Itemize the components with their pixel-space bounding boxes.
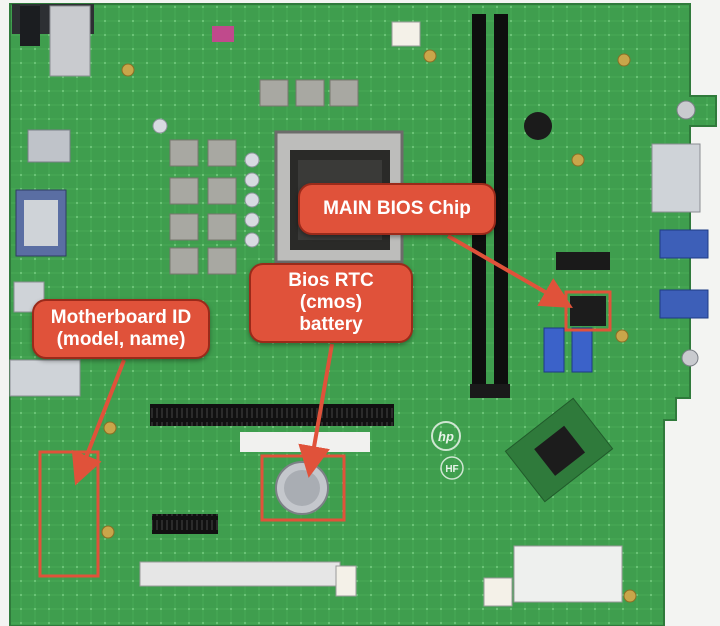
- callout-rtc-line-3: battery: [299, 314, 363, 335]
- usb-port: [49, 5, 91, 77]
- arrow-rtc: [298, 343, 334, 478]
- sata-port-1: [543, 327, 565, 373]
- audio-jack-lower: [681, 349, 699, 367]
- io-header: [20, 6, 40, 46]
- callout-motherboard-id: Motherboard ID (model, name): [32, 299, 210, 359]
- buzzer: [524, 112, 552, 140]
- wifi-card: [513, 545, 623, 603]
- pcie-x1-slot: [152, 514, 218, 534]
- hp-logo-ring: [431, 421, 461, 451]
- hf-mark-ring: [440, 456, 464, 480]
- ram-slot-latch: [470, 384, 510, 398]
- power-connector-mid: [335, 565, 357, 597]
- power-header-top: [391, 21, 421, 47]
- sata-port-2: [571, 327, 593, 373]
- pcie-x16-slot: [150, 404, 394, 426]
- m2-slot: [556, 252, 610, 270]
- hf-mark: HF: [445, 464, 458, 475]
- arrow-id: [71, 359, 126, 486]
- callout-main-bios-chip: MAIN BIOS Chip: [298, 183, 496, 235]
- bios-chip: [570, 296, 606, 326]
- callout-id-line-2: (model, name): [56, 329, 186, 350]
- vrm-chokes: [169, 79, 359, 275]
- chipset: [534, 425, 586, 476]
- mounting-holes: [101, 49, 637, 603]
- callout-bios-rtc-battery: Bios RTC (cmos) battery: [249, 263, 413, 343]
- highlight-bios-chip: [564, 290, 612, 332]
- usb3-port-2: [659, 289, 709, 319]
- fan-header: [212, 26, 234, 42]
- vga-connector: [24, 200, 58, 246]
- callout-rtc-line-1: Bios RTC: [288, 270, 374, 291]
- callout-main-bios-text: MAIN BIOS Chip: [323, 198, 471, 219]
- capacitors: [152, 118, 260, 248]
- usb3-port-1: [659, 229, 709, 259]
- card-reader: [651, 143, 701, 213]
- cmos-battery-face: [284, 470, 320, 506]
- usb-stack: [9, 359, 81, 397]
- arrow-bios: [447, 234, 573, 308]
- callout-rtc-line-2: (cmos): [299, 292, 363, 313]
- label-sticker: [240, 432, 370, 452]
- ram-slot-2: [494, 14, 508, 396]
- callout-id-line-1: Motherboard ID: [50, 307, 192, 328]
- hp-logo: hp: [438, 429, 454, 444]
- pci-slot-bottom: [139, 561, 341, 587]
- hdmi-port: [27, 129, 71, 163]
- audio-jack: [676, 100, 696, 120]
- highlight-motherboard-id: [38, 450, 100, 578]
- power-connector-bottom: [483, 577, 513, 607]
